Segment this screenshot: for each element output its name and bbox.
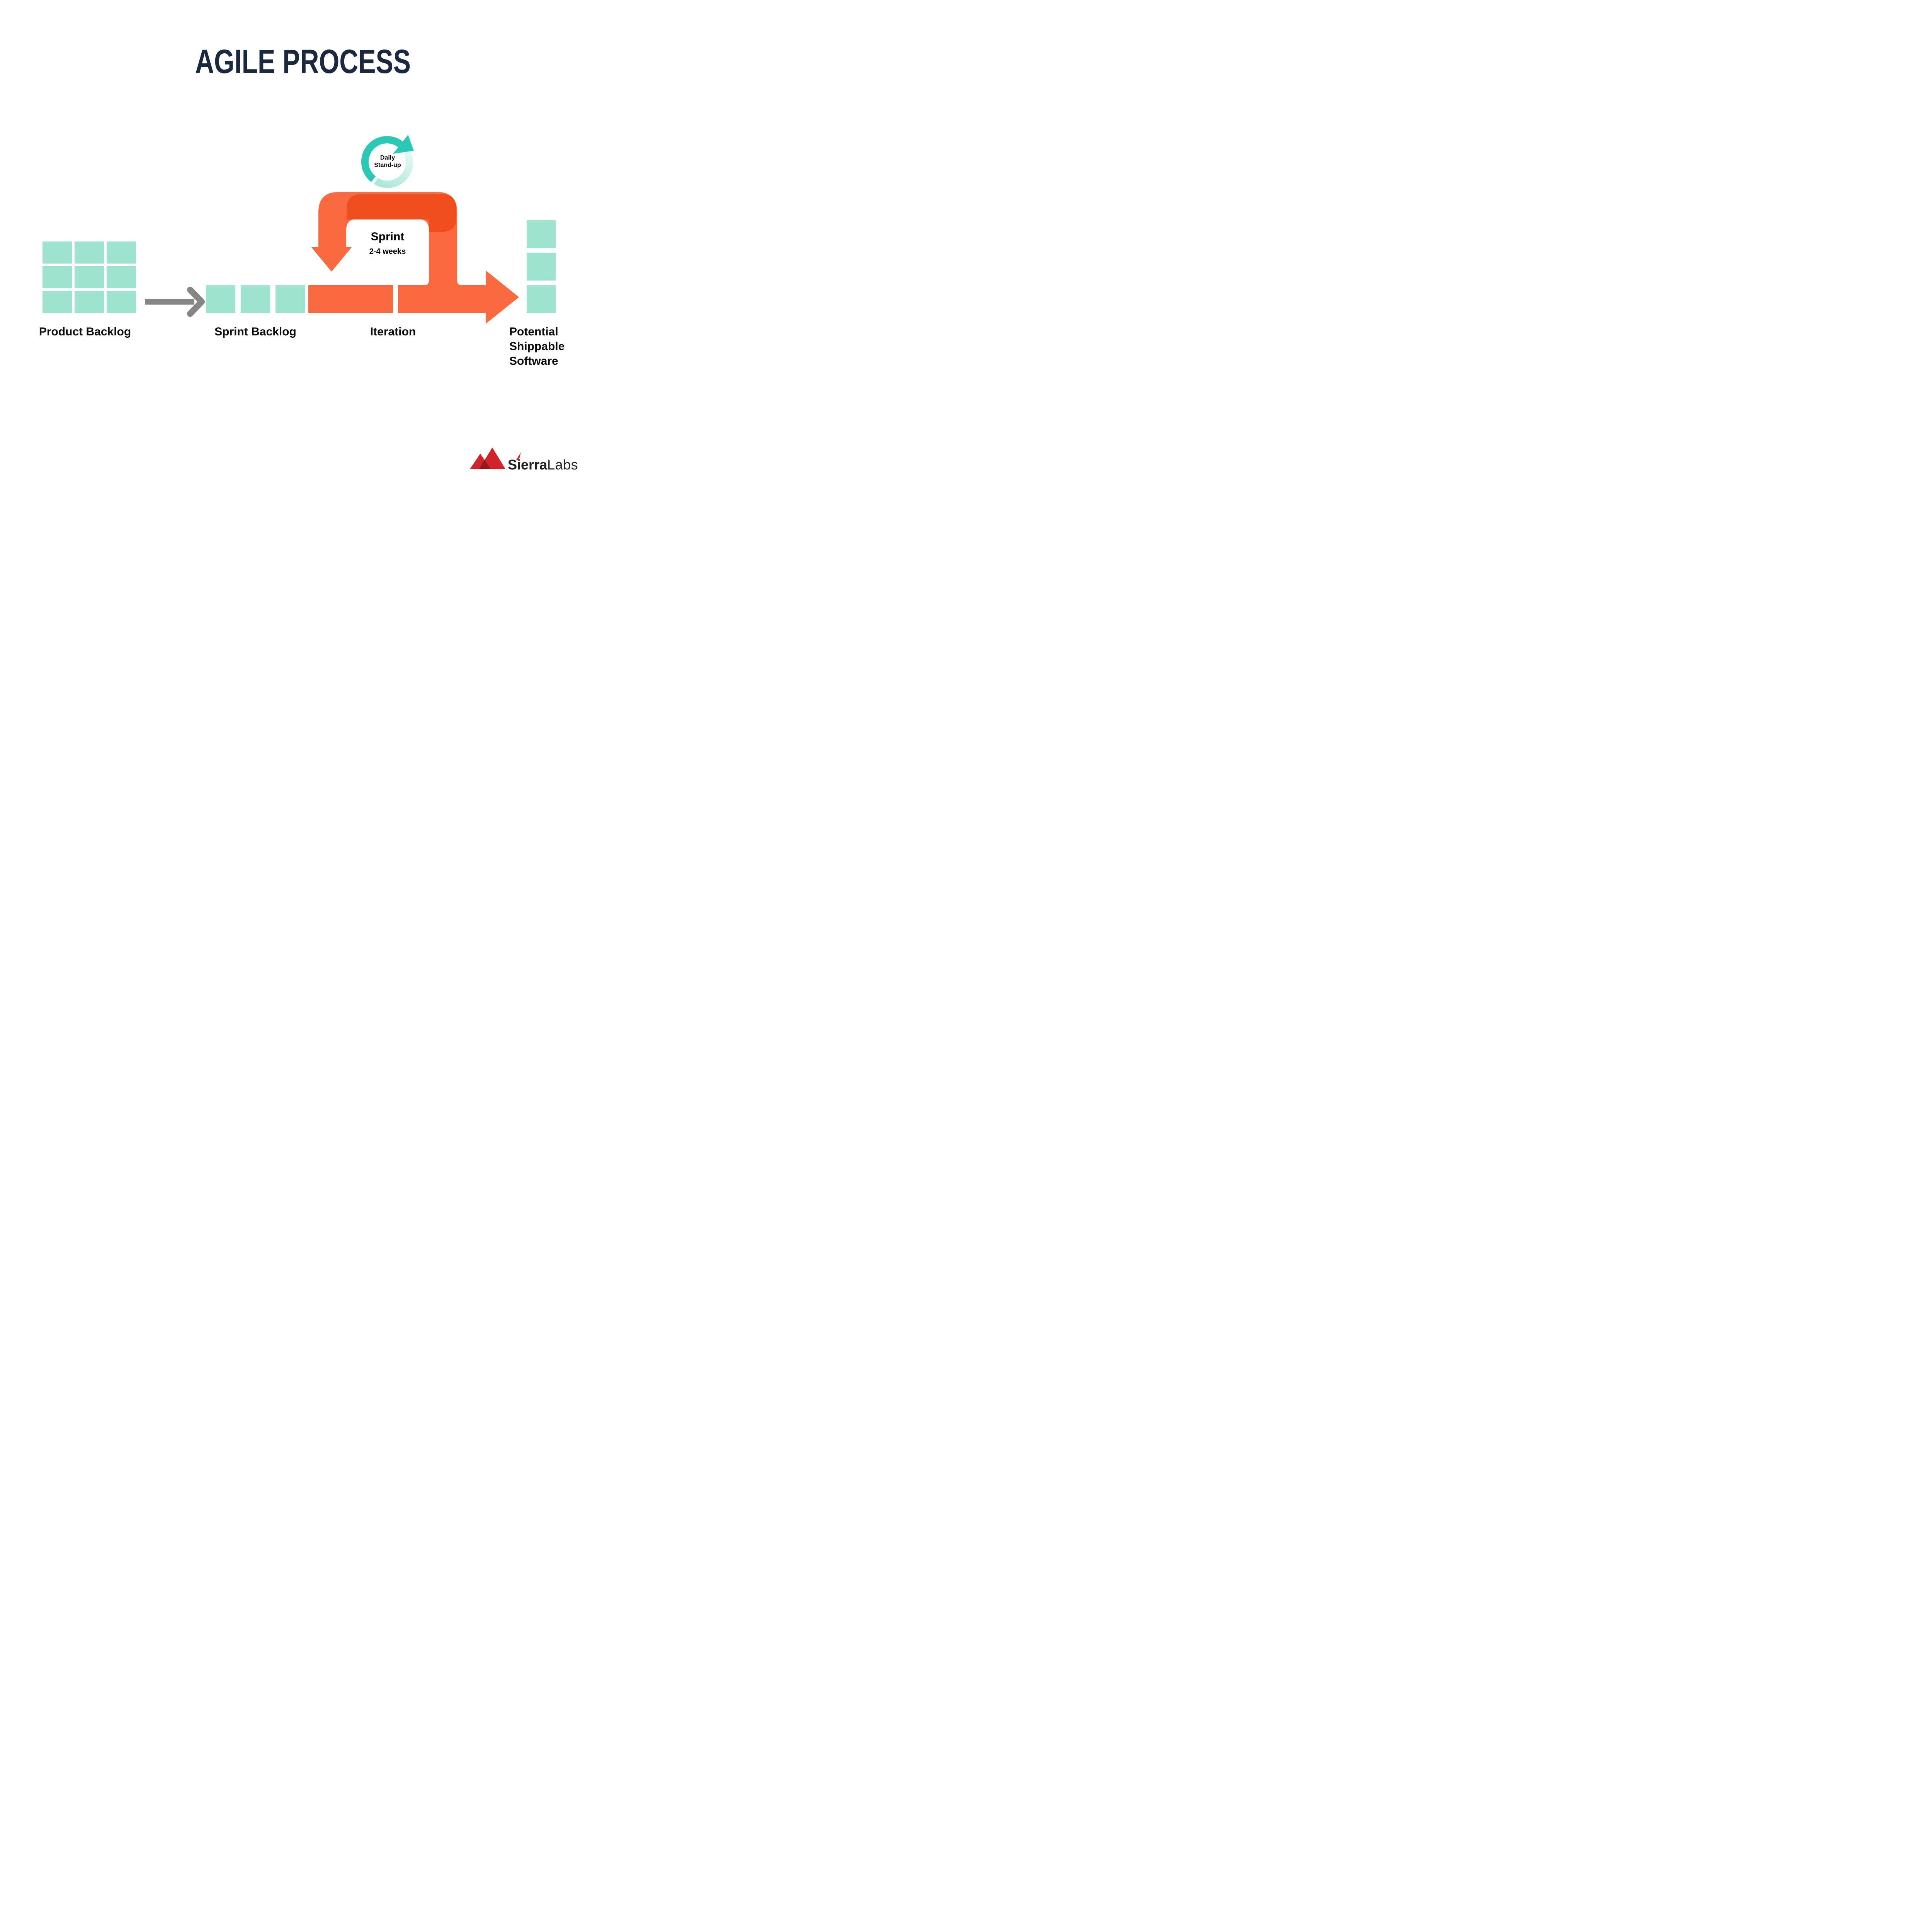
sierra-labs-logo: SierraLabs [468, 446, 578, 473]
potential-line1: Potential [509, 325, 558, 338]
page-title: AGILE PROCESS [195, 43, 411, 80]
product-backlog-grid [43, 242, 136, 313]
iteration-label: Iteration [370, 325, 416, 338]
potential-line2: Shippable [509, 340, 565, 353]
down-arrowhead-icon [311, 247, 352, 272]
logo-brand-light: Labs [547, 457, 578, 473]
shippable-column [527, 220, 556, 313]
potential-line3: Software [509, 355, 558, 367]
sprint-loop-inner [346, 219, 429, 285]
logo-i-accent-icon [516, 452, 521, 460]
daily-standup-line2: Stand-up [374, 162, 401, 168]
sprint-backlog-label: Sprint Backlog [214, 325, 296, 338]
product-backlog-label: Product Backlog [39, 325, 131, 338]
flow-shaft [398, 285, 486, 313]
shaft-fillet-left [424, 281, 429, 285]
diagram-canvas [43, 135, 556, 324]
mountain-icon [470, 447, 505, 469]
logo-brand-bold: Sierra [508, 457, 548, 473]
sprint-duration-label: 2-4 weeks [369, 247, 406, 256]
flow-arrowhead-icon [486, 270, 519, 324]
iteration-bar [308, 285, 393, 313]
sprint-backlog-squares [206, 285, 305, 313]
daily-standup-label: Daily Stand-up [357, 154, 418, 169]
potential-shippable-software-label: Potential Shippable Software [509, 325, 602, 369]
shaft-fillet-right [457, 281, 462, 285]
agile-process-infographic: AGILE PROCESS Daily Stand-up Sprint 2-4 … [0, 0, 606, 484]
daily-standup-line1: Daily [380, 155, 395, 161]
sprint-loop-fold [347, 194, 456, 232]
logo-wordmark: SierraLabs [508, 452, 578, 473]
right-arrow-icon [145, 287, 205, 317]
sprint-label: Sprint [371, 230, 405, 243]
daily-standup-cycle-icon [361, 135, 414, 188]
